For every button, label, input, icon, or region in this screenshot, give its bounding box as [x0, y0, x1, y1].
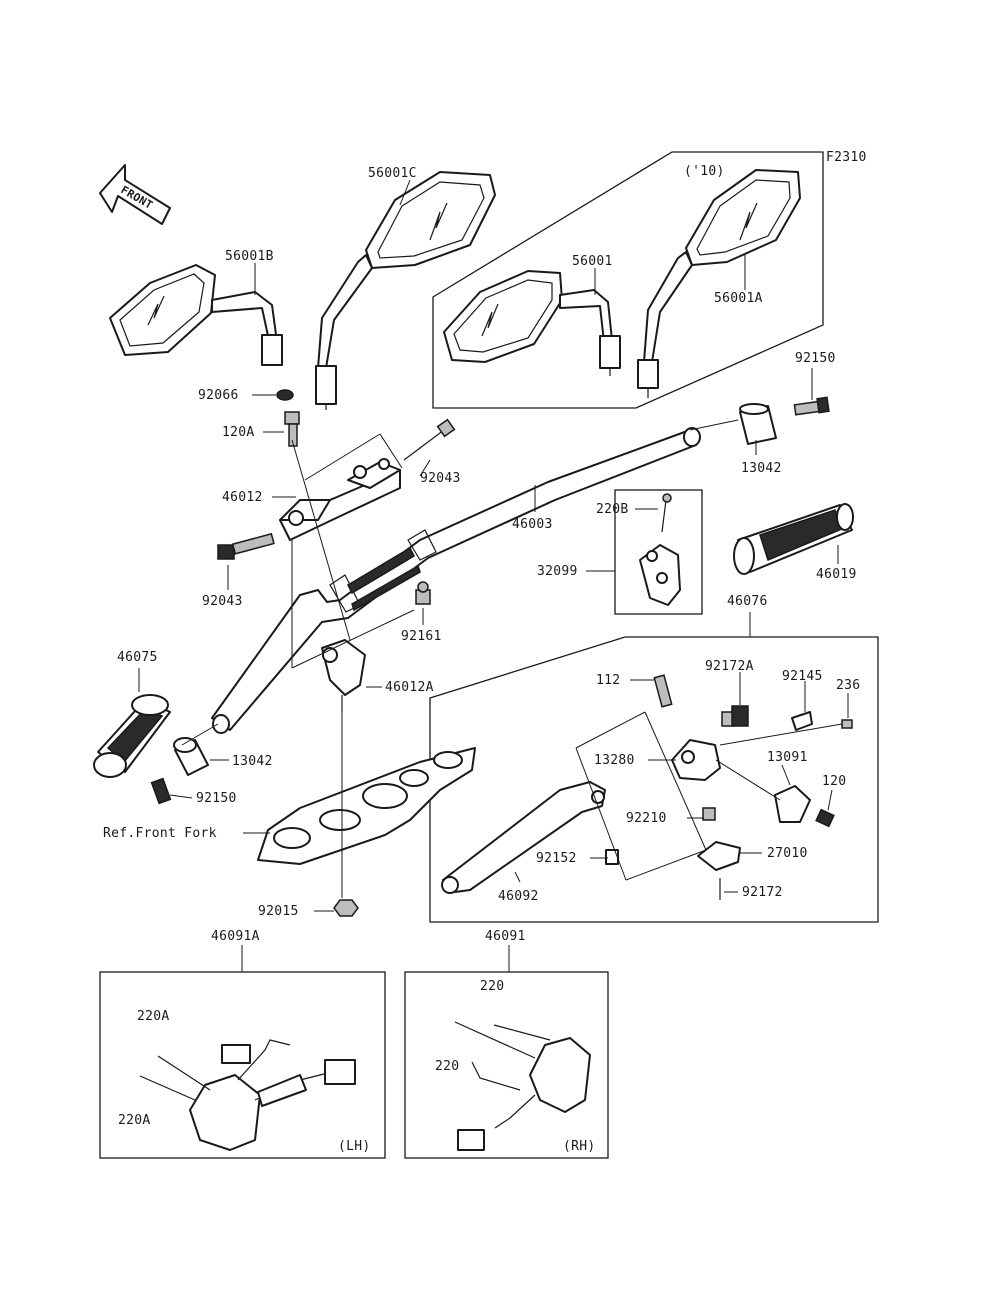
label-56001c: 56001C: [368, 166, 417, 181]
label-92043-top: 92043: [420, 471, 461, 486]
label-92150-top: 92150: [795, 351, 836, 366]
label-46012: 46012: [222, 490, 263, 505]
pin-92152: [605, 849, 619, 865]
label-92210: 92210: [626, 811, 667, 826]
label-13042-top: 13042: [741, 461, 782, 476]
label-56001a: 56001A: [714, 291, 763, 306]
label-ref-front-fork: Ref.Front Fork: [103, 826, 217, 841]
nut-92210: [702, 807, 716, 821]
label-46012a: 46012A: [385, 680, 434, 695]
label-92150-bottom: 92150: [196, 791, 237, 806]
label-56001: 56001: [572, 254, 613, 269]
left-grip-46075: [93, 694, 171, 778]
label-56001b: 56001B: [225, 249, 274, 264]
figure-code: F2310: [826, 150, 867, 165]
label-92161: 92161: [401, 629, 442, 644]
label-46091: 46091: [485, 929, 526, 944]
label-120a: 120A: [222, 425, 255, 440]
switch-27010: [697, 841, 741, 871]
nut-92015: [333, 899, 359, 917]
year-10-group-frame: [432, 151, 824, 409]
label-220-upper: 220: [480, 979, 504, 994]
clamp-32099: [639, 544, 681, 606]
bolt-92043-left: [217, 532, 275, 560]
label-13091: 13091: [767, 750, 808, 765]
label-92015: 92015: [258, 904, 299, 919]
mirror-56001c: [315, 171, 496, 410]
right-switch-46091: [454, 1021, 591, 1151]
label-92172: 92172: [742, 885, 783, 900]
part-labels: 56001C 56001B 56001 56001A 92150 92066 1…: [103, 166, 860, 1128]
label-13042-bottom: 13042: [232, 754, 273, 769]
adjuster-92172a: [721, 705, 749, 727]
screw-112: [653, 674, 673, 708]
mirror-56001: [443, 270, 621, 376]
mirror-56001a: [637, 169, 801, 398]
label-46076: 46076: [727, 594, 768, 609]
label-220-lower: 220: [435, 1059, 459, 1074]
rh-switch-frame: [404, 971, 609, 1159]
bolt-120: [815, 808, 835, 828]
bracket-92145: [791, 711, 813, 731]
bar-end-weight-13042-bottom: [173, 737, 209, 776]
label-92152: 92152: [536, 851, 577, 866]
mirror-56001b: [109, 264, 283, 366]
rh-label: (RH): [563, 1139, 596, 1154]
bolt-92150-top: [793, 396, 830, 416]
bar-end-weight-13042-top: [739, 403, 777, 445]
nut-92161: [415, 581, 431, 605]
label-46075: 46075: [117, 650, 158, 665]
label-46019: 46019: [816, 567, 857, 582]
screw-236: [841, 719, 853, 729]
lever-46092: [441, 781, 606, 894]
label-120: 120: [822, 774, 846, 789]
label-112: 112: [596, 673, 620, 688]
lever-holder-13280: [671, 739, 721, 781]
upper-bracket-front-fork: [257, 747, 476, 865]
label-46003: 46003: [512, 517, 553, 532]
lh-label: (LH): [338, 1139, 371, 1154]
label-32099: 32099: [537, 564, 578, 579]
bolt-92043-top: [403, 418, 456, 461]
label-13280: 13280: [594, 753, 635, 768]
label-92145: 92145: [782, 669, 823, 684]
label-46091a: 46091A: [211, 929, 260, 944]
front-arrow-icon: FRONT: [99, 164, 171, 225]
clamp-13091: [774, 785, 811, 823]
label-92043-left: 92043: [202, 594, 243, 609]
screw-220b: [661, 493, 672, 533]
throttle-grip-46019: [733, 503, 854, 575]
label-236: 236: [836, 678, 860, 693]
bolt-92150-bottom: [150, 777, 172, 805]
label-46092: 46092: [498, 889, 539, 904]
label-92066: 92066: [198, 388, 239, 403]
bolt-120a: [284, 411, 300, 447]
label-220b: 220B: [596, 502, 629, 517]
label-220a-lower: 220A: [118, 1113, 151, 1128]
clamp-group-frame: [614, 489, 703, 615]
handlebar-holder-46012: [279, 458, 401, 541]
cap-92066: [276, 389, 294, 401]
lever-group-frame: [429, 636, 879, 923]
label-220a-upper: 220A: [137, 1009, 170, 1024]
label-92172a: 92172A: [705, 659, 754, 674]
year-label: ('10): [684, 164, 725, 179]
label-27010: 27010: [767, 846, 808, 861]
left-switch-46091a: [139, 1039, 356, 1151]
leader-lines: [138, 179, 849, 972]
